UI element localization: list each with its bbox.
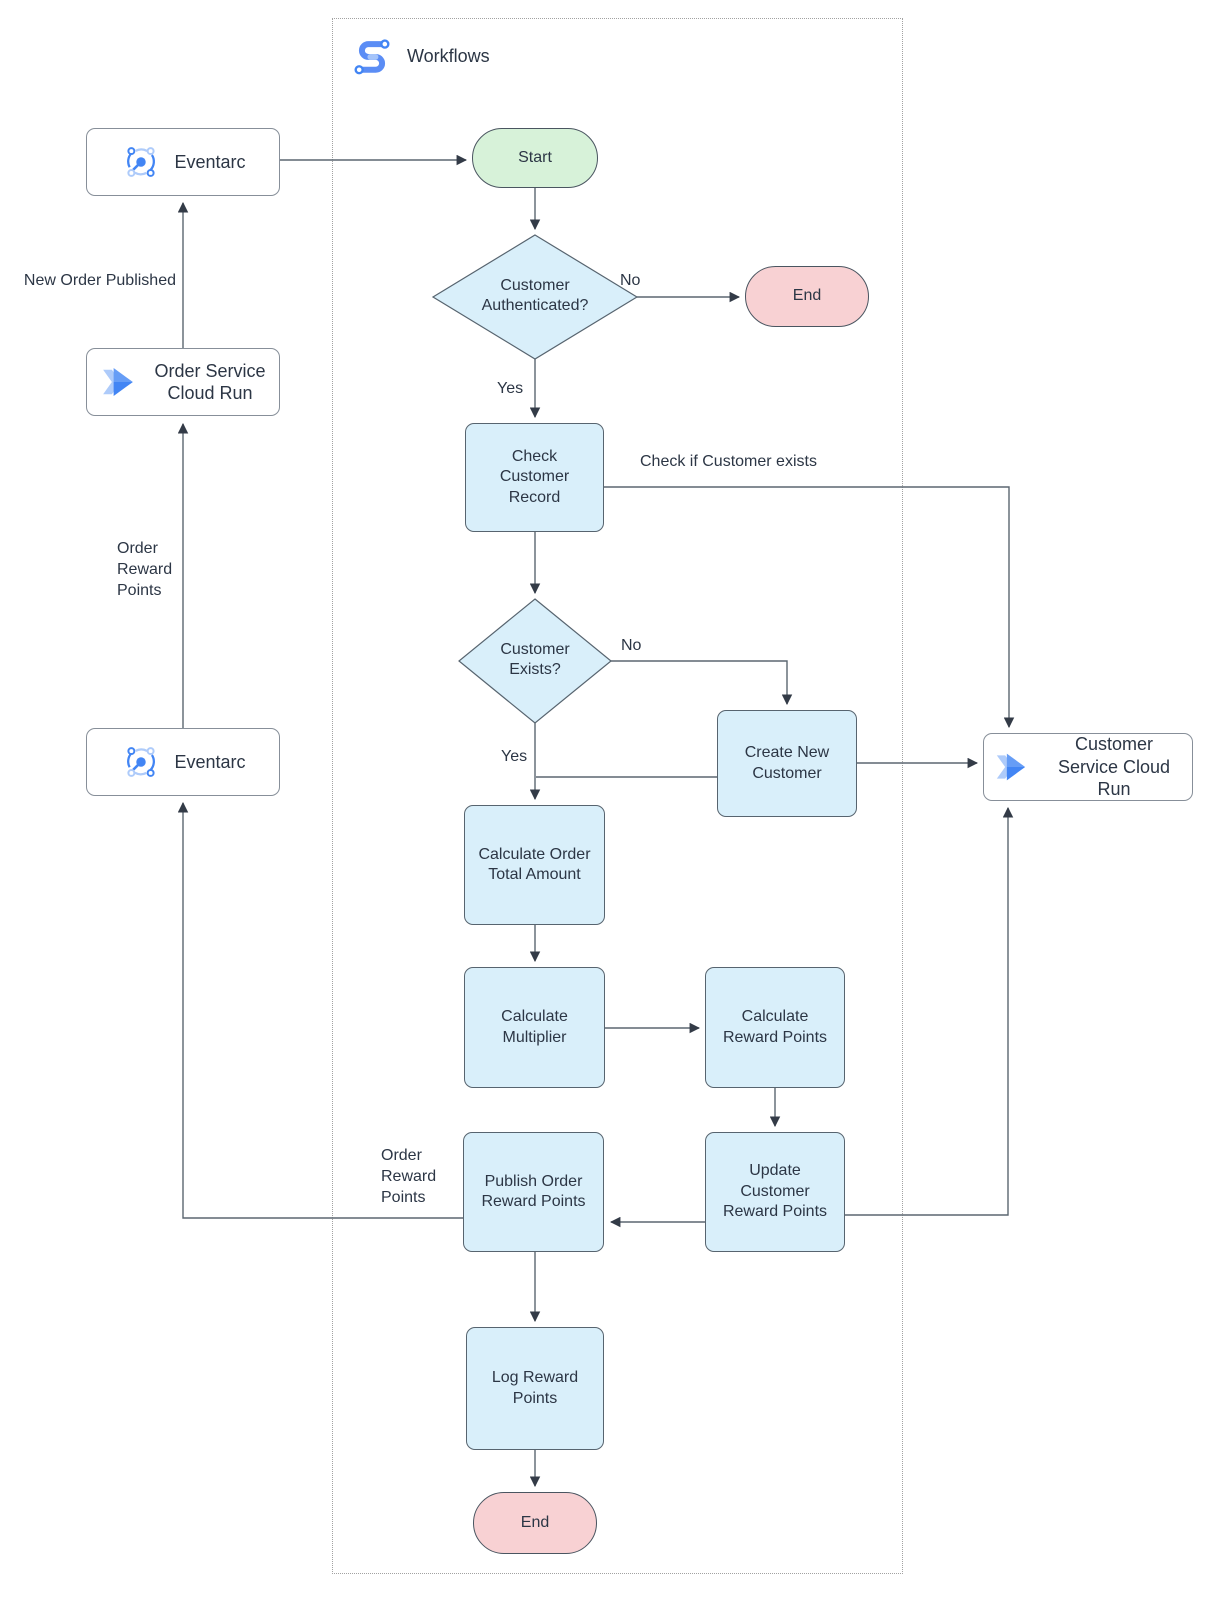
node-label: Log Reward Points xyxy=(491,1369,579,1407)
node-label: Calculate Order Total Amount xyxy=(478,845,591,883)
workflows-icon xyxy=(354,39,390,75)
node-label: Check Customer Record xyxy=(499,447,570,506)
node-label: End xyxy=(792,287,822,305)
node-label: Publish Order Reward Points xyxy=(481,1172,586,1210)
node-customer-authenticated-shape[interactable] xyxy=(431,234,639,360)
service-label: Eventarc xyxy=(174,751,246,772)
eventarc-icon xyxy=(127,747,156,777)
node-log-reward-points[interactable]: Log Reward Points xyxy=(466,1327,604,1450)
service-order-service-cloud-run[interactable]: Order Service Cloud Run xyxy=(86,348,280,416)
edge-label-order-reward-points-publish: Order Reward Points xyxy=(381,1147,437,1206)
workflows-container xyxy=(332,18,903,1574)
node-create-new-customer[interactable]: Create New Customer xyxy=(717,710,857,817)
node-customer-authenticated-label: Customer Authenticated? xyxy=(481,277,589,315)
node-label: Calculate Reward Points xyxy=(722,1008,828,1046)
edge-update-to-customer-service xyxy=(845,806,1014,1216)
edge-publish-to-eventarc xyxy=(177,801,463,1219)
service-label: Order Service Cloud Run xyxy=(154,360,266,404)
service-eventarc-top[interactable]: Eventarc xyxy=(86,128,280,196)
edge-check-to-customer-service xyxy=(604,486,1015,729)
service-label: Customer Service Cloud Run xyxy=(1057,734,1171,800)
node-check-customer-record[interactable]: Check Customer Record xyxy=(465,423,604,532)
edge-label-exists-no: No xyxy=(621,637,642,654)
node-label: Start xyxy=(518,148,552,166)
node-label: Calculate Multiplier xyxy=(501,1008,568,1046)
node-calculate-order-total[interactable]: Calculate Order Total Amount xyxy=(464,805,605,925)
edge-label-new-order-published: New Order Published xyxy=(23,272,176,289)
node-customer-exists-shape[interactable] xyxy=(458,598,612,724)
node-label: Create New Customer xyxy=(744,744,830,782)
edge-label-auth-yes: Yes xyxy=(497,380,524,397)
node-calculate-multiplier[interactable]: Calculate Multiplier xyxy=(464,967,605,1088)
workflows-title: Workflows xyxy=(407,45,490,66)
service-eventarc-bottom[interactable]: Eventarc xyxy=(86,728,280,796)
edge-label-check-if-customer-exists: Check if Customer exists xyxy=(640,453,817,470)
cloud-run-icon xyxy=(103,368,133,396)
edge-label-order-reward-points-up: Order Reward Points xyxy=(117,540,173,599)
node-end-top[interactable]: End xyxy=(745,266,869,327)
node-calculate-reward-points[interactable]: Calculate Reward Points xyxy=(705,967,845,1088)
edge-exists-no-to-create xyxy=(611,660,793,706)
node-customer-exists-label: Customer Exists? xyxy=(500,641,570,679)
node-label: End xyxy=(520,1513,550,1531)
eventarc-icon xyxy=(127,147,156,177)
edge-label-exists-yes: Yes xyxy=(501,748,528,765)
node-label: Update Customer Reward Points xyxy=(722,1162,828,1221)
workflows-header: Workflows xyxy=(350,34,490,78)
edge-label-auth-no: No xyxy=(620,272,641,289)
node-publish-order-reward-points[interactable]: Publish Order Reward Points xyxy=(463,1132,604,1252)
node-update-customer-reward-points[interactable]: Update Customer Reward Points xyxy=(705,1132,845,1252)
cloud-run-icon xyxy=(996,753,1026,781)
node-end-bottom[interactable]: End xyxy=(473,1492,597,1554)
node-start[interactable]: Start xyxy=(472,128,598,188)
service-label: Eventarc xyxy=(174,151,246,172)
service-customer-service-cloud-run[interactable]: Customer Service Cloud Run xyxy=(983,733,1193,801)
